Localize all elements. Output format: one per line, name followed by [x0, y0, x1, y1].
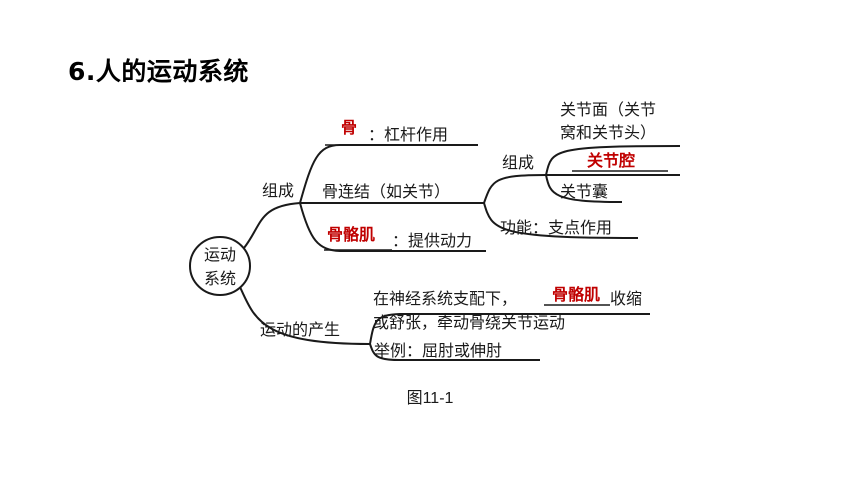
branch-production	[239, 286, 371, 345]
joint-cavity-answer: 关节腔	[587, 151, 635, 170]
joint-label: 骨连结（如关节）	[322, 182, 450, 201]
branch-joint-function	[483, 202, 639, 239]
root-node-outline	[189, 236, 251, 296]
root-label-line1: 运动	[204, 245, 236, 264]
branch-joint-surface	[545, 145, 681, 176]
composition-label: 组成	[262, 181, 294, 200]
joint-surface-line1: 关节面（关节	[560, 100, 656, 119]
production-desc-prefix: 在神经系统支配下，	[373, 289, 517, 308]
joint-surface-line2: 窝和关节头）	[560, 123, 656, 142]
muscle-answer: 骨骼肌	[327, 225, 375, 244]
figure-caption: 图11-1	[406, 390, 454, 407]
branch-joint-capsule	[545, 174, 623, 203]
branch-production-desc	[369, 313, 650, 345]
branch-composition	[243, 202, 301, 249]
joint-function-text: 功能：支点作用	[500, 218, 612, 237]
joint-structure-label: 组成	[502, 153, 534, 172]
root-label-line2: 系统	[204, 269, 236, 288]
joint-capsule-label: 关节囊	[560, 182, 608, 201]
bone-function-text: ：杠杆作用	[368, 125, 448, 144]
production-desc-suffix: 收缩	[610, 289, 642, 308]
production-example: 举例：屈肘或伸肘	[374, 341, 502, 360]
branch-muscle	[299, 202, 486, 252]
branch-production-example	[369, 343, 540, 361]
branch-joint-structure	[483, 174, 547, 204]
bone-answer: 骨	[341, 118, 357, 137]
production-label: 运动的产生	[260, 320, 340, 339]
muscle-function-text: ：提供动力	[392, 231, 472, 250]
production-desc-answer: 骨骼肌	[552, 285, 600, 304]
production-desc-line2: 或舒张，牵动骨绕关节运动	[373, 313, 565, 332]
page-title: 6.人的运动系统	[68, 57, 249, 86]
